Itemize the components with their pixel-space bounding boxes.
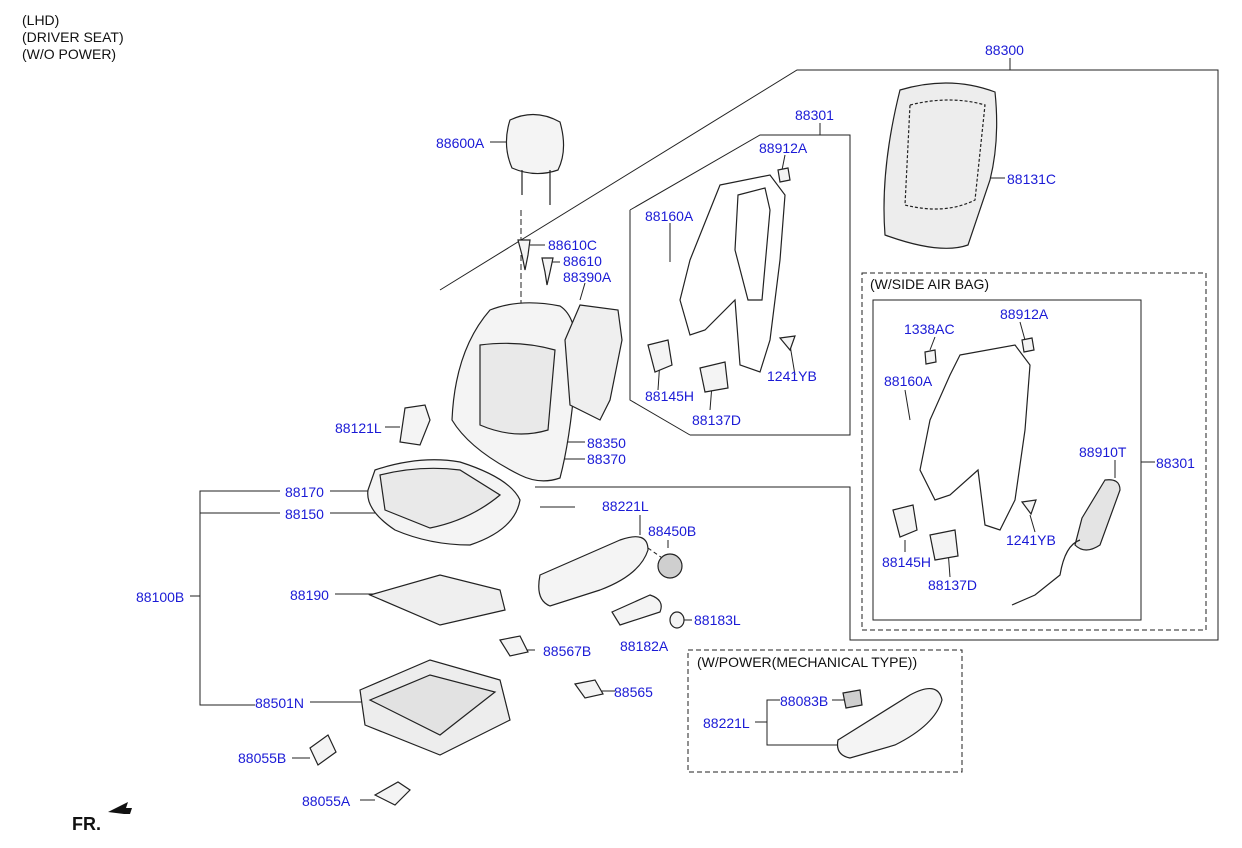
sab-nut-88912A	[1021, 337, 1035, 353]
part-88221L-power[interactable]: 88221L	[703, 715, 750, 731]
part-88170[interactable]: 88170	[285, 484, 324, 500]
sab-nut-1338AC	[924, 349, 937, 365]
part-88145H[interactable]: 88145H	[645, 388, 695, 404]
part-88300[interactable]: 88300	[985, 42, 1024, 58]
part-88501N[interactable]: 88501N	[255, 695, 305, 711]
part-88912A-sab[interactable]: 88912A	[1000, 306, 1049, 322]
part-88350[interactable]: 88350	[587, 435, 626, 451]
side-shield	[538, 536, 649, 607]
part-88055B[interactable]: 88055B	[238, 750, 287, 766]
track-cover-a	[373, 781, 411, 806]
bolt-1241YB	[778, 335, 796, 352]
power-mech-box	[687, 649, 963, 773]
part-88100B[interactable]: 88100B	[136, 589, 185, 605]
group-88301-outline	[629, 134, 851, 436]
part-88145H-sab[interactable]: 88145H	[882, 554, 932, 570]
part-88150[interactable]: 88150	[285, 506, 324, 522]
airbag-module	[1074, 479, 1121, 551]
part-1241YB[interactable]: 1241YB	[767, 368, 817, 384]
headrest	[505, 113, 565, 175]
note-side-airbag: (W/SIDE AIR BAG)	[870, 276, 990, 292]
part-88160A-sab[interactable]: 88160A	[884, 373, 933, 389]
note-lhd: (LHD)	[22, 12, 60, 28]
part-88121L[interactable]: 88121L	[335, 420, 382, 436]
sab-bolt-1241YB	[1020, 499, 1037, 516]
part-88221L[interactable]: 88221L	[602, 498, 649, 514]
sab-lumbar-bracket	[892, 504, 918, 538]
lumbar-bracket	[647, 339, 673, 373]
part-88137D[interactable]: 88137D	[692, 412, 742, 428]
part-88083B[interactable]: 88083B	[780, 693, 829, 709]
sab-back-frame	[919, 344, 1031, 531]
part-88450B[interactable]: 88450B	[648, 523, 697, 539]
clip-88567B	[499, 635, 529, 657]
part-88301-sab[interactable]: 88301	[1156, 455, 1195, 471]
part-88137D-sab[interactable]: 88137D	[928, 577, 978, 593]
part-88610[interactable]: 88610	[563, 253, 602, 269]
back-pad	[564, 304, 623, 421]
part-88567B[interactable]: 88567B	[543, 643, 592, 659]
part-88912A[interactable]: 88912A	[759, 140, 808, 156]
part-88910T[interactable]: 88910T	[1079, 444, 1127, 460]
note-wo-power: (W/O POWER)	[22, 46, 117, 62]
part-88370[interactable]: 88370	[587, 451, 626, 467]
recliner-bracket	[699, 361, 729, 393]
side-cover	[399, 404, 431, 446]
part-88301[interactable]: 88301	[795, 107, 834, 123]
part-88600A[interactable]: 88600A	[436, 135, 485, 151]
back-frame	[679, 174, 786, 373]
part-88160A[interactable]: 88160A	[645, 208, 694, 224]
clip-88565	[573, 679, 604, 699]
headrest-guide-2	[541, 257, 554, 286]
part-88055A[interactable]: 88055A	[302, 793, 351, 809]
part-88183L[interactable]: 88183L	[694, 612, 741, 628]
front-indicator: FR.	[72, 814, 101, 834]
cushion-pan	[368, 574, 506, 626]
part-1338AC[interactable]: 1338AC	[904, 321, 955, 337]
headrest-guide	[517, 239, 531, 271]
front-arrow-icon	[108, 802, 132, 814]
note-power-mech: (W/POWER(MECHANICAL TYPE))	[697, 654, 918, 670]
power-side-shield	[836, 688, 943, 759]
side-airbag-box	[861, 272, 1207, 631]
part-88565[interactable]: 88565	[614, 684, 653, 700]
part-88190[interactable]: 88190	[290, 587, 329, 603]
sab-recliner-bracket	[929, 529, 959, 561]
part-88610C[interactable]: 88610C	[548, 237, 598, 253]
back-panel	[883, 82, 998, 249]
track-cover-b	[309, 734, 337, 766]
part-88182A[interactable]: 88182A	[620, 638, 669, 654]
nut-88912A	[777, 167, 791, 183]
switch-88083B	[842, 689, 863, 709]
recliner-knob	[657, 553, 683, 579]
part-1241YB-sab[interactable]: 1241YB	[1006, 532, 1056, 548]
part-88131C[interactable]: 88131C	[1007, 171, 1057, 187]
bracket-88100B	[199, 490, 280, 706]
note-driver-seat: (DRIVER SEAT)	[22, 29, 124, 45]
group-88300-outline	[439, 69, 1219, 641]
lever-cap	[669, 611, 685, 629]
lever-handle	[611, 594, 662, 626]
part-88390A[interactable]: 88390A	[563, 269, 612, 285]
